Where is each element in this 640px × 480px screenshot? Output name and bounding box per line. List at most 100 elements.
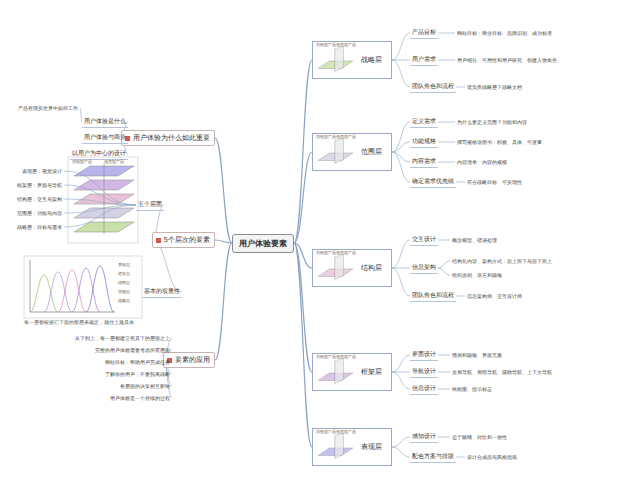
subtopic: 团队角色和流程 xyxy=(410,290,456,302)
branch-line xyxy=(64,199,136,205)
figure-label: 信息型产品 xyxy=(336,354,356,359)
branch-line xyxy=(392,33,410,60)
topic-text: 产品在现实世界中如何工作 xyxy=(18,105,78,111)
branch-line xyxy=(294,152,312,243)
leaf-topic: 框架层：界面与导航 xyxy=(15,181,64,189)
topic-text: 用户体验是什么 xyxy=(84,117,126,126)
topic-text: 表现层 xyxy=(361,442,382,452)
branch-line xyxy=(438,389,450,390)
topic-text: 符合战略目标、可实现性 xyxy=(467,179,522,185)
topic-text: 谁负责战略层？战略文档 xyxy=(467,84,522,90)
branch-line xyxy=(64,185,136,205)
subtopic: 感知设计 xyxy=(410,431,438,443)
topic-text: 内容清单、内容的规模 xyxy=(457,159,507,165)
figure-label: 结构层 xyxy=(118,280,130,285)
topic-text: 导航设计 xyxy=(412,367,436,376)
branch-line xyxy=(438,372,450,373)
subtopic: 确定需求优先级 xyxy=(410,176,456,188)
leaf-topic: 惯例和隐喻、界面元素 xyxy=(450,351,504,359)
leaf-topic: 谁负责战略层？战略文档 xyxy=(465,83,524,91)
leaf-topic: 从下到上，每一层都建立在其下的层面之上 xyxy=(73,334,172,342)
leaf-topic: 各层面的决策相互影响 xyxy=(118,382,172,390)
branch-line xyxy=(438,162,455,163)
topic-text: 用户体验与商业 xyxy=(84,133,126,142)
topic-text: 完整的用户体验需要考虑所有层面 xyxy=(95,347,170,353)
subtopic: 交互设计 xyxy=(410,234,438,246)
leaf-topic: 了解你的用户，不要脱离战略 xyxy=(103,370,172,378)
layer-stack xyxy=(68,157,138,243)
topic-text: 范围层：功能与内容 xyxy=(17,210,62,216)
topic-text: 感知设计 xyxy=(412,432,436,441)
topic-text: 结构化内容、架构方式：自上而下与自下而上 xyxy=(452,258,552,264)
leaf-topic: 完整的用户体验需要考虑所有层面 xyxy=(93,346,172,354)
topic-text: 各层面的决策相互影响 xyxy=(120,383,170,389)
figure-label: 信息型产品 xyxy=(104,159,124,164)
layer-icon xyxy=(318,254,353,279)
leaf-topic: 概念模型、错误处理 xyxy=(450,236,499,244)
main-topic: 要素的应用 xyxy=(163,352,215,368)
branch-line xyxy=(456,296,465,297)
leaf-topic: 撰写规格说明书：积极、具体、可度量 xyxy=(455,138,544,146)
branch-line xyxy=(438,240,450,241)
topic-text: 网站目标：商业目标、品牌识别、成功标准 xyxy=(457,30,552,36)
topic-text: 忠于眼睛、对比和一致性 xyxy=(452,434,507,440)
subtopic: 五个层面 xyxy=(136,199,164,211)
topic-text: 用户体验为什么如此重要 xyxy=(133,133,210,143)
leaf-topic: 忠于眼睛、对比和一致性 xyxy=(450,433,509,441)
leaf-topic: 内容清单、内容的规模 xyxy=(455,158,509,166)
branch-line xyxy=(456,87,465,88)
topic-text: 惯例和隐喻、界面元素 xyxy=(452,352,502,358)
topic-text: 结构层：交互与架构 xyxy=(17,196,62,202)
topic-text: 信息架构 xyxy=(412,263,436,272)
figure-label: 信息型产品 xyxy=(336,429,356,434)
branch-line xyxy=(438,437,450,438)
topic-text: 用户需求 xyxy=(412,55,436,64)
leaf-topic: 用户细分、可用性和用户研究、创建人物角色 xyxy=(455,56,559,64)
topic-text: 产品目标 xyxy=(412,28,436,37)
leaf-topic: 战略层：目标与需求 xyxy=(15,223,64,231)
topic-text: 框架层 xyxy=(361,367,382,377)
topic-text: 网站目标：帮助用户完成任务 xyxy=(105,359,170,365)
branch-line xyxy=(456,457,465,458)
topic-text: 界面设计 xyxy=(412,350,436,359)
branch-line xyxy=(294,243,312,447)
topic-text: 全局导航、局部导航、辅助导航、上下文导航 xyxy=(452,369,552,375)
figure-label: 功能型产品 xyxy=(316,429,336,434)
topic-text: 信息架构师、交互设计师 xyxy=(467,293,522,299)
topic-text: 基本的双重性 xyxy=(144,287,180,296)
branch-line xyxy=(294,60,312,243)
topic-text: 要素的应用 xyxy=(175,355,210,365)
duality-chart xyxy=(24,256,142,318)
branch-line xyxy=(215,240,232,243)
leaf-topic: 网站目标：帮助用户完成任务 xyxy=(103,358,172,366)
main-topic: 用户体验为什么如此重要 xyxy=(121,130,215,146)
subtopic: 用户需求 xyxy=(410,54,438,66)
subtopic: 用户体验是什么 xyxy=(82,116,128,128)
layer-icon xyxy=(318,433,353,458)
leaf-topic: 符合战略目标、可实现性 xyxy=(465,178,524,186)
figure-label: 功能型产品 xyxy=(316,250,336,255)
branch-line xyxy=(392,60,410,87)
branch-line xyxy=(438,142,455,143)
topic-text: 内容需求 xyxy=(412,157,436,166)
topic-text: 团队角色和流程 xyxy=(412,82,454,91)
subtopic: 以用户为中心的设计 xyxy=(70,148,128,160)
topic-text: 以用户为中心的设计 xyxy=(72,149,126,158)
topic-text: 用户体验要素 xyxy=(239,238,287,249)
leaf-topic: 结构层：交互与架构 xyxy=(15,195,64,203)
branch-line xyxy=(64,205,136,213)
topic-text: 用户体验是一个持续的过程 xyxy=(110,395,170,401)
branch-line xyxy=(392,268,410,296)
topic-text: 战略层 xyxy=(361,55,382,65)
leaf-topic: 范围层：功能与内容 xyxy=(15,209,64,217)
subtopic: 团队角色和流程 xyxy=(410,81,456,93)
topic-text: 表现层：视觉设计 xyxy=(22,168,62,174)
topic-text: 5个层次的要素 xyxy=(164,235,210,245)
leaf-topic: 为什么要定义范围？功能和内容 xyxy=(455,118,529,126)
branch-line xyxy=(438,268,450,275)
topic-text: 框架层：界面与导航 xyxy=(17,182,62,188)
subtopic: 定义需求 xyxy=(410,116,438,128)
leaf-topic: 线框图、指示标志 xyxy=(450,385,494,393)
